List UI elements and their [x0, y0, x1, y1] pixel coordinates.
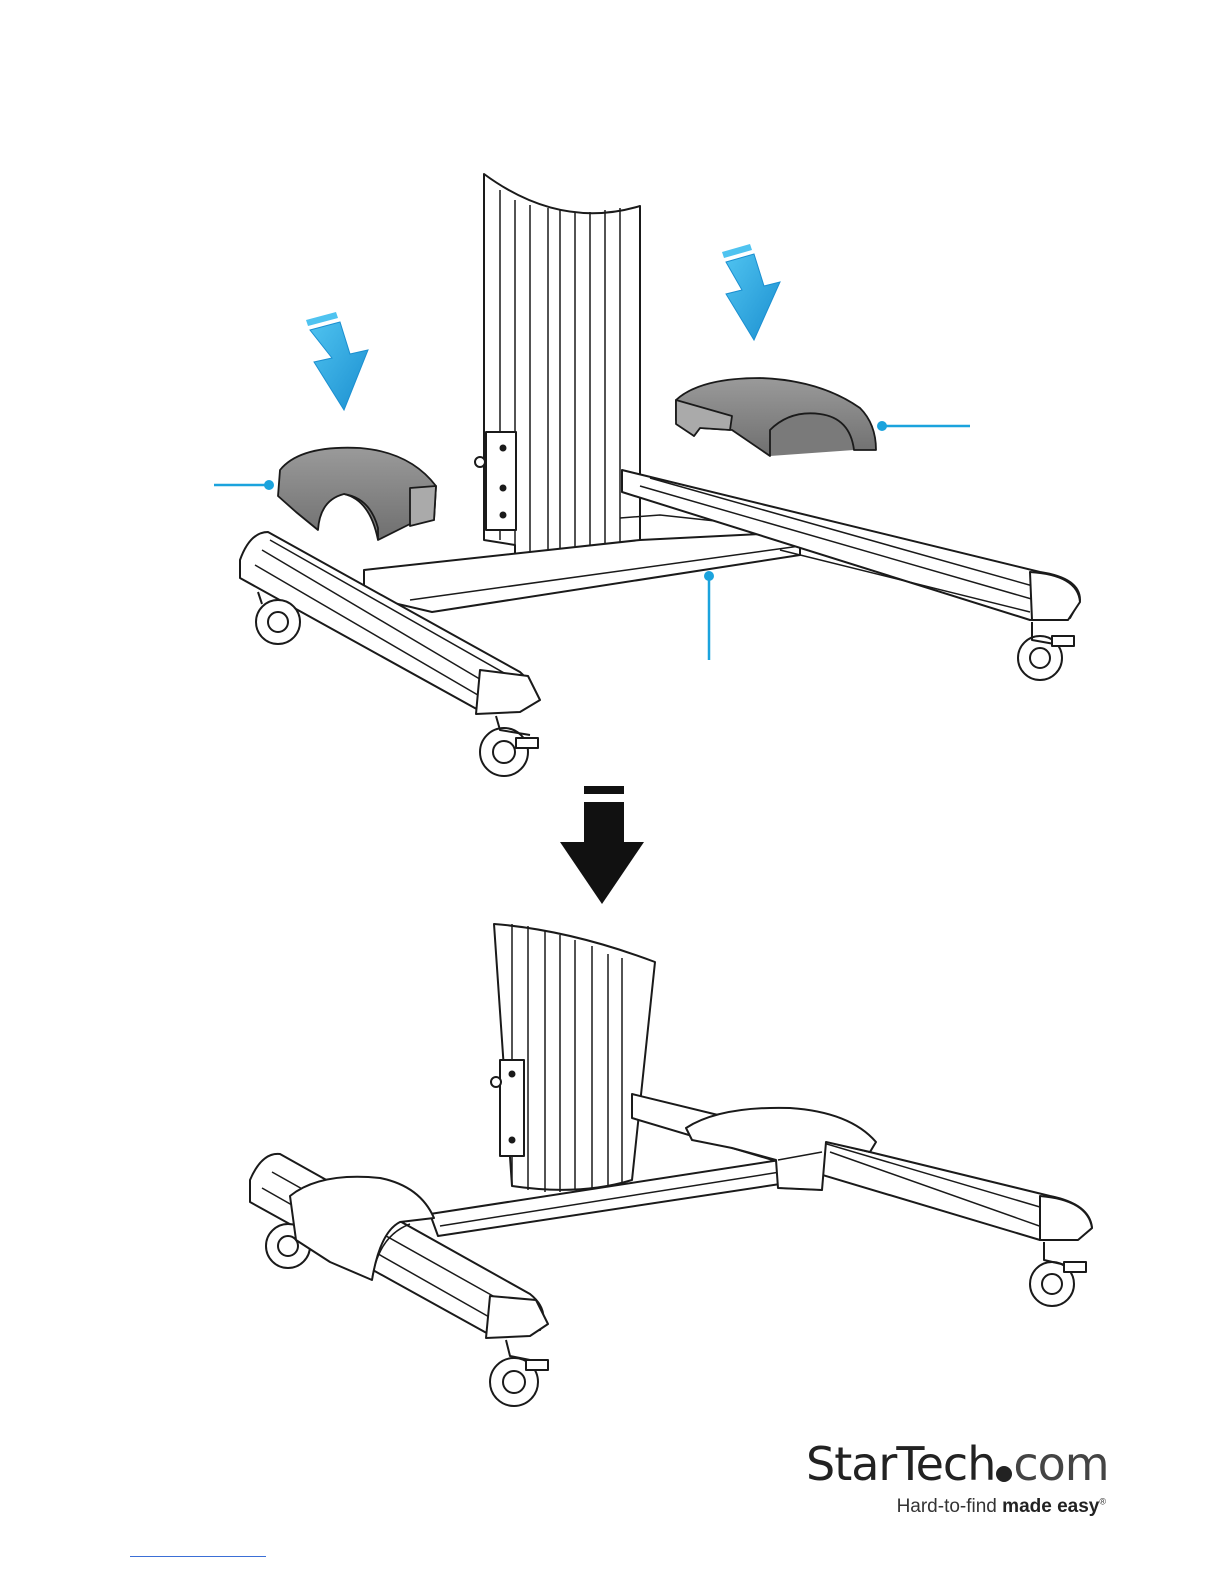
callout-base-bar	[704, 571, 714, 660]
callout-right-cover	[877, 421, 970, 431]
column-bottom	[491, 924, 655, 1192]
brand-suffix: com	[1013, 1437, 1108, 1491]
tagline-bold: made easy	[1002, 1496, 1099, 1517]
tagline-light: Hard-to-find	[897, 1496, 997, 1517]
left-cover	[278, 448, 436, 540]
brand-name: StarTech	[806, 1437, 995, 1491]
brand-tagline: Hard-to-find made easy®	[806, 1496, 1106, 1518]
trademark-mark: ®	[1099, 1497, 1106, 1507]
brand-logo: StarTech com	[806, 1438, 1106, 1490]
column-top	[475, 174, 640, 562]
footer-rule	[130, 1556, 266, 1557]
down-arrow-icon	[306, 312, 368, 410]
step-down-arrow-icon	[560, 786, 644, 904]
callout-left-cover	[214, 480, 274, 490]
down-arrow-icon	[722, 244, 780, 340]
right-cover	[676, 378, 876, 456]
right-leg-top	[622, 470, 1080, 680]
brand-dot-icon	[996, 1466, 1012, 1482]
bottom-assembly	[250, 924, 1092, 1406]
brand-block: StarTech com Hard-to-find made easy®	[806, 1438, 1106, 1518]
